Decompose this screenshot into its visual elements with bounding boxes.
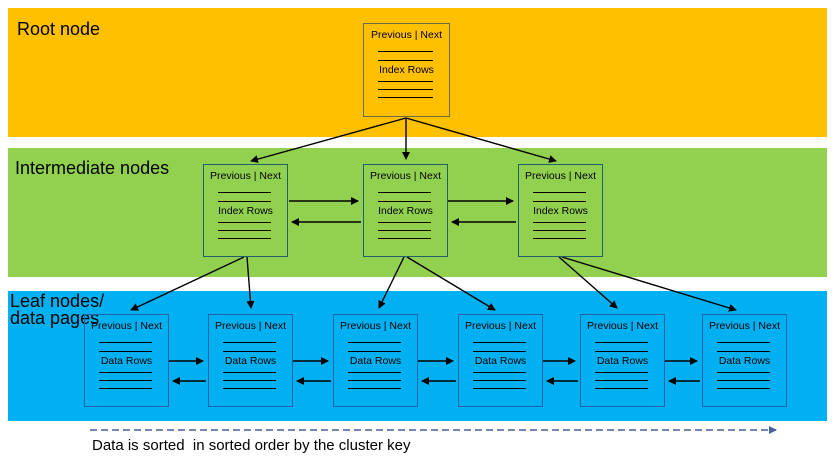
- row-line: [595, 351, 649, 352]
- node-header: Previous | Next: [464, 320, 536, 332]
- intermediate-band-label: Intermediate nodes: [15, 158, 170, 178]
- row-line: [533, 238, 587, 239]
- row-line: [533, 201, 587, 202]
- row-line: [378, 97, 433, 98]
- row-line: [378, 51, 433, 52]
- row-line: [473, 380, 527, 381]
- row-line: [378, 230, 432, 231]
- row-line: [348, 380, 402, 381]
- row-line: [99, 342, 153, 343]
- leaf-node-2: Previous | Next Data Rows: [208, 314, 293, 407]
- node-header: Previous | Next: [370, 29, 442, 41]
- node-header: Previous | Next: [708, 320, 780, 332]
- row-line: [378, 222, 432, 223]
- row-line: [595, 388, 649, 389]
- row-line: [99, 380, 153, 381]
- leaf-node-5: Previous | Next Data Rows: [580, 314, 665, 407]
- node-content-label: Data Rows: [718, 355, 771, 367]
- row-line: [218, 230, 272, 231]
- row-line: [348, 372, 402, 373]
- row-line: [595, 342, 649, 343]
- leaf-band-label: Leaf nodes/ data pages: [10, 291, 105, 328]
- row-line: [218, 222, 272, 223]
- row-line: [717, 372, 771, 373]
- row-line: [378, 192, 432, 193]
- row-line: [348, 351, 402, 352]
- node-content-label: Data Rows: [474, 355, 527, 367]
- row-line: [533, 192, 587, 193]
- node-content-label: Index Rows: [379, 64, 434, 76]
- row-line: [595, 380, 649, 381]
- node-content-label: Index Rows: [533, 205, 588, 217]
- row-line: [473, 351, 527, 352]
- row-line: [348, 388, 402, 389]
- row-line: [717, 380, 771, 381]
- row-line: [223, 372, 277, 373]
- row-line: [218, 201, 272, 202]
- row-line: [473, 342, 527, 343]
- node-header: Previous | Next: [369, 170, 441, 182]
- node-content-label: Data Rows: [349, 355, 402, 367]
- row-line: [378, 238, 432, 239]
- node-content-label: Index Rows: [218, 205, 273, 217]
- node-content-label: Data Rows: [100, 355, 153, 367]
- node-header: Previous | Next: [214, 320, 286, 332]
- leaf-node-6: Previous | Next Data Rows: [702, 314, 787, 407]
- row-line: [99, 388, 153, 389]
- row-line: [378, 89, 433, 90]
- row-line: [223, 351, 277, 352]
- row-line: [473, 372, 527, 373]
- root-band-label: Root node: [17, 19, 101, 39]
- node-content-label: Data Rows: [224, 355, 277, 367]
- node-header: Previous | Next: [339, 320, 411, 332]
- node-header: Previous | Next: [586, 320, 658, 332]
- root-node-box: Previous | Next Index Rows: [363, 23, 450, 117]
- row-line: [218, 192, 272, 193]
- intermediate-node-3: Previous | Next Index Rows: [518, 164, 603, 257]
- leaf-node-1: Previous | Next Data Rows: [84, 314, 169, 407]
- row-line: [717, 351, 771, 352]
- intermediate-level-band: [8, 148, 827, 277]
- row-line: [717, 388, 771, 389]
- node-header: Previous | Next: [524, 170, 596, 182]
- intermediate-node-2: Previous | Next Index Rows: [363, 164, 448, 257]
- root-level-band: [8, 8, 827, 137]
- row-line: [348, 342, 402, 343]
- node-header: Previous | Next: [90, 320, 162, 332]
- row-line: [99, 351, 153, 352]
- leaf-node-4: Previous | Next Data Rows: [458, 314, 543, 407]
- node-content-label: Data Rows: [596, 355, 649, 367]
- row-line: [717, 342, 771, 343]
- node-header: Previous | Next: [209, 170, 281, 182]
- row-line: [99, 372, 153, 373]
- leaf-node-3: Previous | Next Data Rows: [333, 314, 418, 407]
- row-line: [223, 388, 277, 389]
- intermediate-node-1: Previous | Next Index Rows: [203, 164, 288, 257]
- row-line: [473, 388, 527, 389]
- row-line: [533, 230, 587, 231]
- row-line: [378, 201, 432, 202]
- row-line: [378, 81, 433, 82]
- row-line: [533, 222, 587, 223]
- row-line: [378, 60, 433, 61]
- sorted-order-caption: Data is sorted in sorted order by the cl…: [92, 437, 411, 454]
- row-line: [223, 342, 277, 343]
- row-line: [223, 380, 277, 381]
- row-line: [595, 372, 649, 373]
- node-content-label: Index Rows: [378, 205, 433, 217]
- row-line: [218, 238, 272, 239]
